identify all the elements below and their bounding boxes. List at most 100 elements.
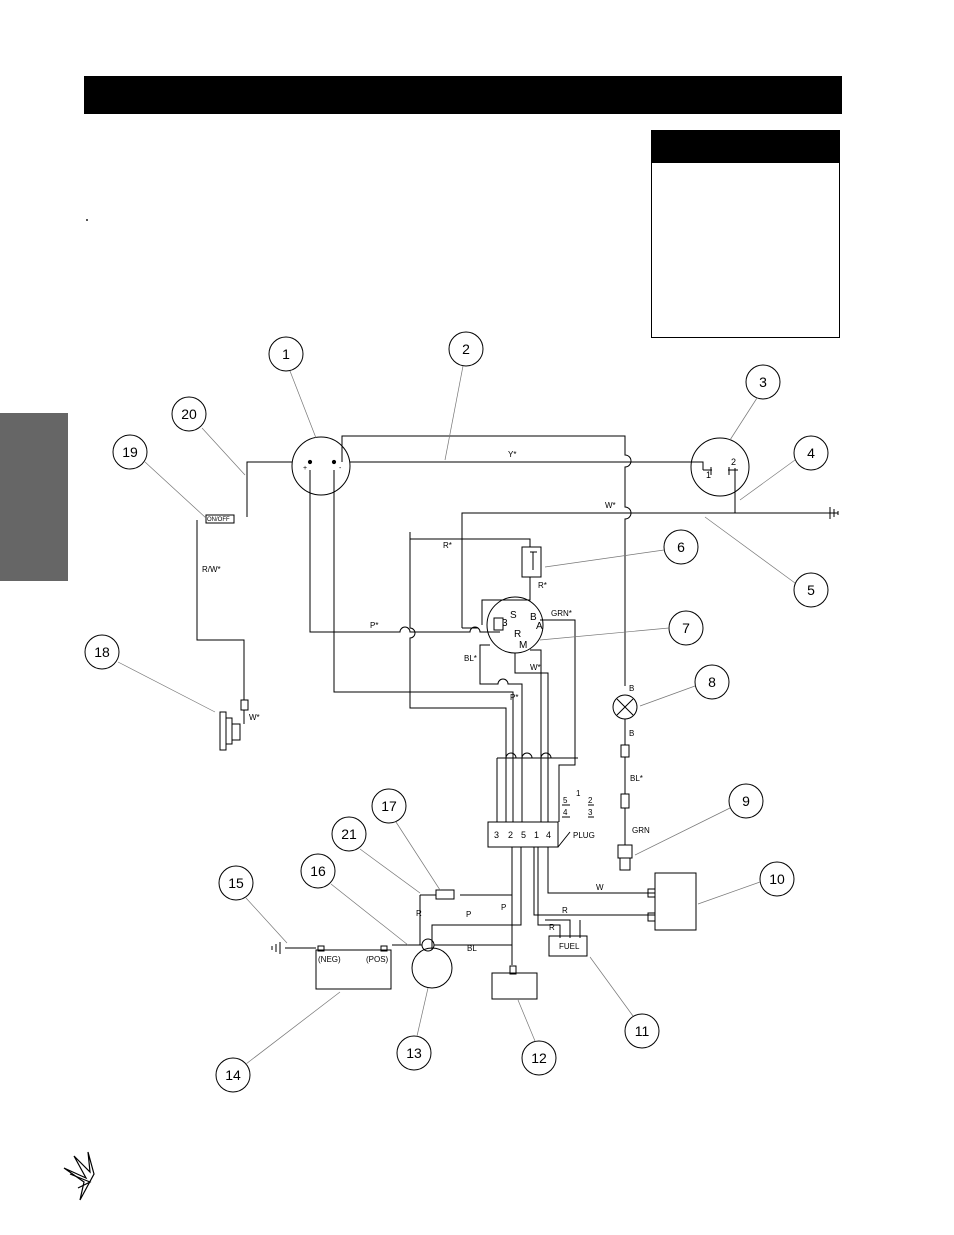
callout-circle-11 — [624, 1013, 660, 1049]
label-p-bottom: P — [466, 910, 471, 919]
label-bl-mid: BL* — [464, 654, 477, 663]
label-b1: B — [629, 684, 634, 693]
battery-14 — [315, 949, 392, 990]
callout-1: 1 — [282, 346, 290, 362]
header-bar — [84, 76, 842, 114]
legend-header — [652, 131, 839, 163]
onoff-switch-19 — [205, 514, 235, 524]
ground-left — [271, 942, 281, 954]
plug-pin-4: 1 — [534, 830, 539, 840]
callout-18: 18 — [94, 644, 110, 660]
callout-5: 5 — [807, 582, 815, 598]
label-grn: GRN* — [551, 609, 572, 618]
callout-circle-2 — [448, 331, 484, 367]
wire-rw — [196, 520, 245, 700]
callout-12: 12 — [531, 1050, 547, 1066]
wire-r-top — [410, 538, 531, 547]
wire-bl — [479, 644, 523, 758]
leader-2 — [444, 365, 464, 461]
engine-12 — [491, 972, 538, 1000]
callout-circle-14 — [215, 1057, 251, 1093]
plug-key-5: 5 — [563, 796, 568, 805]
label-p-low: P* — [510, 693, 518, 702]
wire-top-loop — [341, 435, 632, 686]
battery-pos: (POS) — [366, 955, 389, 964]
callout-9: 9 — [742, 793, 750, 809]
label-grn-sensor: GRN — [632, 826, 650, 835]
callout-circle-17 — [371, 788, 407, 824]
label-bl-bottom: BL — [467, 944, 477, 953]
callout-circle-5 — [793, 572, 829, 608]
key-3: 3 — [502, 618, 508, 629]
callout-circle-16 — [300, 853, 336, 889]
label-r-top: R* — [443, 541, 452, 550]
brand-logo — [63, 1151, 95, 1201]
callout-circle-13 — [396, 1035, 432, 1071]
wire-20 — [246, 461, 292, 517]
callout-11: 11 — [635, 1023, 650, 1039]
wire-fuel — [545, 919, 581, 938]
fuse-17 — [435, 889, 455, 900]
callout-4: 4 — [807, 445, 815, 461]
wire-y — [350, 461, 704, 470]
label-y: Y* — [508, 450, 516, 459]
battery-neg: (NEG) — [318, 955, 341, 964]
callout-19: 19 — [122, 444, 138, 460]
callout-circle-19 — [112, 434, 148, 470]
switch1-minus: - — [339, 465, 342, 472]
wire-p-low — [333, 470, 514, 758]
plug-pin-2: 2 — [508, 830, 513, 840]
plug-key-2: 2 — [588, 796, 593, 805]
switch-1 — [291, 436, 351, 496]
label-bl-sensor: BL* — [630, 774, 643, 783]
leader-5 — [704, 516, 796, 584]
clutch-18 — [219, 711, 241, 751]
key-s: S — [510, 610, 517, 621]
label-r-solenoid: R* — [538, 581, 547, 590]
label-r3: R — [549, 923, 555, 932]
leader-14 — [245, 991, 341, 1065]
solenoid-6 — [521, 546, 542, 578]
stray-mark — [86, 219, 88, 221]
leader-16 — [330, 883, 409, 946]
callout-circle-20 — [171, 396, 207, 432]
plug-pin-1: 3 — [494, 830, 499, 840]
leader-20 — [201, 427, 246, 476]
plug-pin-5: 4 — [546, 830, 551, 840]
switch3-pin2: 2 — [731, 457, 736, 467]
wire-w-ground — [461, 512, 838, 628]
switch3-pin1: 1 — [706, 470, 711, 480]
callout-2: 2 — [462, 341, 470, 357]
sensor-9 — [617, 844, 633, 871]
label-w-top: W* — [605, 501, 616, 510]
callout-circle-18 — [84, 634, 120, 670]
plug-key-4: 4 — [563, 808, 568, 817]
key-a: A — [536, 621, 543, 632]
callout-16: 16 — [310, 863, 326, 879]
label-b2: B — [629, 729, 634, 738]
leader-21 — [359, 848, 421, 894]
plug-pin-3: 5 — [521, 830, 526, 840]
plug-key-3: 3 — [588, 808, 593, 817]
callout-circle-15 — [218, 865, 254, 901]
label-w-clutch: W* — [249, 713, 260, 722]
leader-8 — [639, 685, 696, 707]
onoff-label: ON/OFF — [207, 517, 230, 523]
callout-15: 15 — [228, 875, 244, 891]
regulator-10 — [654, 872, 697, 931]
wire-p-m — [530, 649, 542, 758]
leader-17 — [395, 821, 441, 891]
plug-key-1: 1 — [576, 789, 581, 798]
legend-box — [651, 130, 840, 338]
callout-circle-3 — [745, 364, 781, 400]
key-b: B — [530, 612, 537, 623]
callout-7: 7 — [682, 620, 690, 636]
leader-7 — [539, 627, 670, 641]
key-switch-7 — [486, 596, 544, 654]
label-p-left: P — [501, 903, 506, 912]
callout-10: 10 — [769, 871, 785, 887]
label-r1: R — [416, 909, 422, 918]
leader-18 — [117, 661, 216, 713]
leader-1 — [289, 370, 317, 439]
